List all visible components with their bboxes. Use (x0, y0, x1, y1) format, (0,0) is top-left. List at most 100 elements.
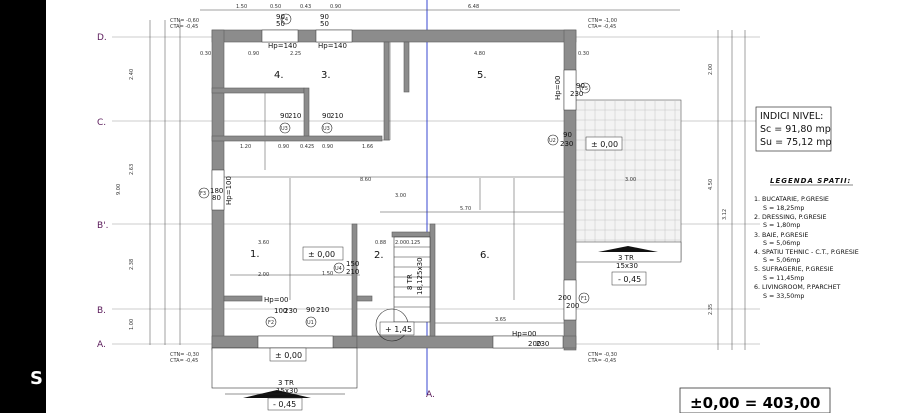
svg-text:± 0,00: ± 0,00 (275, 351, 302, 360)
svg-text:230: 230 (284, 307, 297, 315)
level-markers: ± 0,00 ± 0,00 + 1,45 ± 0,00 - 0,45 - 0,4… (267, 136, 647, 411)
svg-text:CTN= -0,30: CTN= -0,30 (588, 352, 617, 358)
svg-text:230: 230 (536, 340, 549, 348)
svg-text:F1: F1 (581, 296, 587, 302)
legend-spatii: LEGENDA SPATII: 1. BUCATARIE, P.GRESIE S… (754, 177, 859, 300)
svg-text:3 TR: 3 TR (278, 379, 294, 387)
svg-text:15x30: 15x30 (276, 387, 298, 395)
svg-text:200: 200 (528, 340, 541, 348)
svg-text:8.60: 8.60 (360, 177, 371, 183)
svg-text:50: 50 (276, 20, 285, 28)
svg-text:3.12: 3.12 (722, 209, 728, 220)
legend-area-2: S = 1,80mp (763, 222, 800, 229)
axis-a-bottom-label: A. (426, 390, 435, 400)
svg-text:Hp=140: Hp=140 (268, 42, 297, 50)
svg-text:U1: U1 (307, 320, 314, 326)
svg-text:90: 90 (306, 306, 315, 314)
corner-letter: S (30, 368, 43, 389)
svg-text:2.40: 2.40 (129, 69, 135, 80)
svg-text:- 0,45: - 0,45 (618, 275, 641, 284)
svg-text:200: 200 (566, 302, 579, 310)
svg-text:1.00: 1.00 (129, 319, 135, 330)
svg-text:Hp=140: Hp=140 (318, 42, 347, 50)
room-6-label: 6. (480, 250, 490, 261)
legend-item-5: 5. SUFRAGERIE, P.GRESIE (754, 266, 834, 273)
svg-text:U4: U4 (335, 266, 342, 272)
terrace-tiled-area (574, 99, 682, 263)
svg-text:18,125x30: 18,125x30 (416, 257, 424, 295)
legend-item-1: 1. BUCATARIE, P.GRESIE (754, 196, 829, 203)
svg-text:0.30: 0.30 (578, 51, 589, 57)
svg-text:+ 1,45: + 1,45 (385, 325, 412, 334)
room-5-label: 5. (477, 70, 487, 81)
svg-text:CTA= -0,45: CTA= -0,45 (170, 24, 198, 30)
svg-text:2.00: 2.00 (258, 272, 269, 278)
svg-text:90: 90 (320, 13, 329, 21)
room-1-label: 1. (250, 249, 260, 260)
svg-text:1.20: 1.20 (240, 144, 251, 150)
svg-text:Hp=100: Hp=100 (225, 176, 233, 205)
svg-text:230: 230 (560, 140, 573, 148)
svg-text:2.00: 2.00 (395, 240, 406, 246)
axis-bprime-label: B'. (97, 221, 109, 231)
svg-text:15x30: 15x30 (616, 262, 638, 270)
legend-item-4: 4. SPATIU TEHNIC - C.T., P.GRESIE (754, 249, 859, 256)
indici-sc: Sc = 91,80 mp (760, 124, 831, 135)
svg-text:2.63: 2.63 (129, 164, 135, 175)
svg-text:1.50: 1.50 (322, 271, 333, 277)
svg-text:90: 90 (276, 13, 285, 21)
svg-text:50: 50 (320, 20, 329, 28)
svg-text:210: 210 (288, 112, 301, 120)
indici-su: Su = 75,12 mp (760, 137, 832, 148)
svg-text:4.50: 4.50 (708, 179, 714, 190)
svg-text:150: 150 (346, 260, 359, 268)
interior-stair (375, 236, 431, 342)
svg-text:0.425: 0.425 (300, 144, 314, 150)
svg-text:Hp=00: Hp=00 (264, 296, 288, 304)
room-4-label: 4. (274, 70, 284, 81)
left-dark-strip (0, 0, 46, 413)
svg-text:3.65: 3.65 (495, 317, 506, 323)
svg-text:100: 100 (274, 307, 287, 315)
svg-text:CTA= -0,45: CTA= -0,45 (170, 358, 198, 364)
door-tags: 90 210 U3 90 210 U3 90 230 U2 150 210 U4… (279, 112, 573, 348)
indici-nivel-box: INDICI NIVEL: Sc = 91,80 mp Su = 75,12 m… (755, 106, 832, 152)
svg-text:2.38: 2.38 (129, 259, 135, 270)
room-numbers: 1. 2. 3. 4. 5. 6. (250, 70, 490, 261)
elevation-tags: CTN= -0,60 CTA= -0,45 CTN= -1,00 CTA= -0… (170, 18, 617, 364)
svg-text:230: 230 (570, 90, 583, 98)
axis-a-label: A. (97, 340, 106, 350)
svg-text:U2: U2 (549, 138, 556, 144)
svg-text:0.90: 0.90 (330, 4, 341, 10)
svg-text:0.88: 0.88 (375, 240, 386, 246)
axis-labels: D. C. B'. B. A. A. (97, 33, 435, 400)
indici-title: INDICI NIVEL: (760, 111, 823, 122)
svg-text:- 0,45: - 0,45 (273, 400, 296, 409)
svg-text:F3: F3 (200, 191, 206, 197)
svg-text:3.00: 3.00 (625, 177, 636, 183)
room-3-label: 3. (321, 70, 331, 81)
svg-text:± 0,00: ± 0,00 (308, 250, 335, 259)
inner-dimensions: 1.20 0.90 0.425 0.90 1.66 8.60 5.70 3.00… (240, 144, 636, 323)
legend-area-6: S = 33,50mp (763, 293, 804, 300)
axis-b-label: B. (97, 306, 106, 316)
legend-area-1: S = 18,25mp (763, 205, 804, 212)
svg-text:8 TR: 8 TR (406, 274, 414, 290)
openings (211, 29, 577, 349)
window-tags: Hp=140 Hp=140 90 50 F4 90 50 180 80 F3 H… (198, 13, 591, 338)
svg-text:0.50: 0.50 (270, 4, 281, 10)
legend-item-2: 2. DRESSING, P.GRESIE (754, 214, 827, 221)
svg-text:180: 180 (210, 187, 223, 195)
legend-item-6: 6. LIVINGROOM, P.PARCHET (754, 284, 841, 291)
svg-text:CTN= -0,60: CTN= -0,60 (170, 18, 199, 24)
svg-text:9.00: 9.00 (116, 184, 122, 195)
svg-text:6.48: 6.48 (468, 4, 479, 10)
svg-text:210: 210 (330, 112, 343, 120)
svg-text:CTN= -0,30: CTN= -0,30 (170, 352, 199, 358)
svg-text:± 0,00: ± 0,00 (591, 140, 618, 149)
svg-text:0.43: 0.43 (300, 4, 311, 10)
svg-text:210: 210 (346, 268, 359, 276)
legend-area-4: S = 5,06mp (763, 257, 800, 264)
svg-text:3.00: 3.00 (395, 193, 406, 199)
